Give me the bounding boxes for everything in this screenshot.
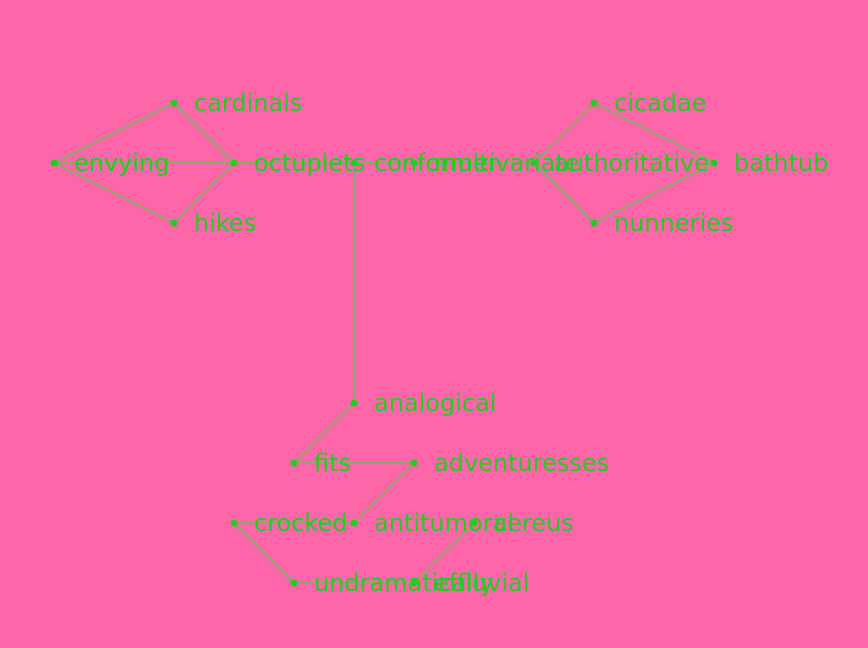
node-label: conformer [374,149,498,177]
edge-envying-cardinals [53,102,175,164]
edge-cicadae-bathtub [593,102,715,164]
node-label: cereus [494,509,574,537]
node-dot [590,99,598,107]
node-dot [410,159,418,167]
node-dot [290,459,298,467]
node-label: cardinals [194,89,302,117]
node-dot [350,159,358,167]
edge-hikes-octuplets [173,162,235,224]
node-label: adventuresses [434,449,609,477]
nodes: cardinals envying octuplets hikes conformerm… [50,89,828,597]
node-dot [710,159,718,167]
edge-effluvial-cereus [413,522,475,584]
edge-adventuresses-antitumoral [353,462,415,524]
node-antitumoral: antitumoral [350,509,514,537]
node-label: hikes [194,209,256,237]
node-hikes: hikes [170,209,256,237]
node-dot [170,219,178,227]
node-label: effluvial [434,569,529,597]
node-label: bathtub [734,149,828,177]
node-authoritative: authoritative [530,149,709,177]
edge-authoritative-cicadae [533,102,595,164]
node-crocked: crocked [230,509,347,537]
node-dot [530,159,538,167]
node-fits: fits [290,449,351,477]
node-conformer: conformer [350,149,498,177]
node-dot [410,459,418,467]
node-label: antitumoral [374,509,514,537]
node-dot [290,579,298,587]
node-label: octuplets [254,149,365,177]
node-label: cicadae [614,89,706,117]
edge-envying-hikes [53,162,175,224]
node-effluvial: effluvial [410,569,529,597]
node-cicadae: cicadae [590,89,706,117]
node-analogical: analogical [350,389,496,417]
node-label: authoritative [554,149,709,177]
node-label: multivariate [434,149,580,177]
node-undramatically: undramatically [290,569,494,597]
edges [53,102,715,584]
edge-cardinals-octuplets [173,102,235,164]
node-octuplets: octuplets [230,149,365,177]
node-label: undramatically [314,569,494,597]
node-dot [410,579,418,587]
node-adventuresses: adventuresses [410,449,609,477]
node-label: envying [74,149,170,177]
node-dot [470,519,478,527]
node-cardinals: cardinals [170,89,302,117]
node-dot [170,99,178,107]
node-label: crocked [254,509,347,537]
edge-authoritative-nunneries [533,162,595,224]
node-nunneries: nunneries [590,209,733,237]
node-dot [350,399,358,407]
node-dot [230,519,238,527]
edge-analogical-fits [293,402,355,464]
node-multivariate: multivariate [410,149,580,177]
node-dot [590,219,598,227]
node-dot [350,519,358,527]
node-envying: envying [50,149,170,177]
node-bathtub: bathtub [710,149,828,177]
node-cereus: cereus [470,509,574,537]
edge-crocked-undramatically [233,522,295,584]
edge-nunneries-bathtub [593,162,715,224]
node-label: analogical [374,389,496,417]
node-label: fits [314,449,351,477]
node-label: nunneries [614,209,733,237]
node-dot [50,159,58,167]
node-dot [230,159,238,167]
